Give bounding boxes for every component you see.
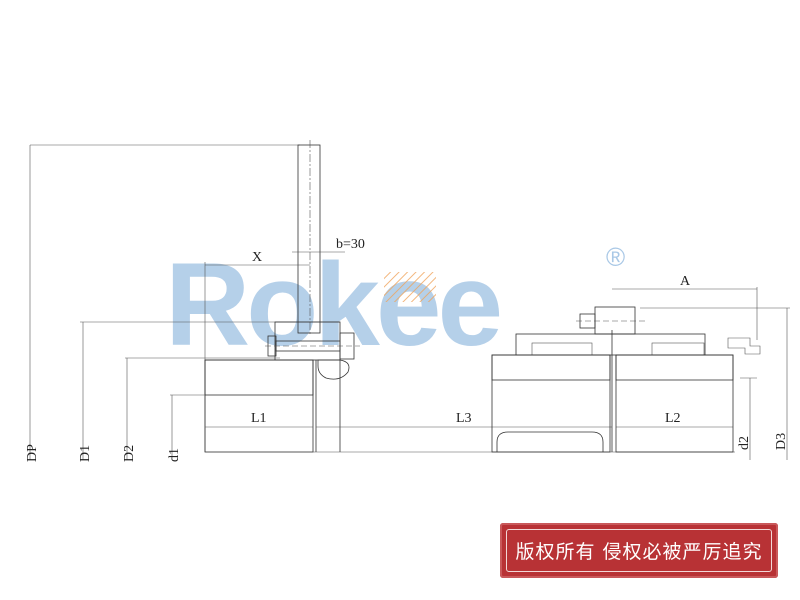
dim-d1: d1 bbox=[167, 394, 205, 462]
copyright-stamp: 版权所有 侵权必被严厉追究 bbox=[500, 523, 778, 578]
logo-accent-stripes bbox=[384, 272, 436, 302]
dim-L3: L3 bbox=[316, 411, 612, 428]
svg-text:L2: L2 bbox=[665, 411, 681, 426]
dim-DP: DP bbox=[25, 144, 300, 462]
svg-text:L3: L3 bbox=[456, 411, 472, 426]
svg-text:d1: d1 bbox=[167, 448, 182, 462]
dim-D1: D1 bbox=[78, 321, 340, 462]
svg-text:A: A bbox=[680, 274, 691, 289]
dim-L1: L1 bbox=[205, 411, 313, 428]
rokee-logo: Rokee bbox=[165, 239, 500, 371]
dim-D2: D2 bbox=[122, 357, 280, 462]
svg-text:D3: D3 bbox=[774, 433, 789, 450]
stamp-text: 版权所有 侵权必被严厉追究 bbox=[515, 541, 763, 563]
dim-A: A bbox=[612, 274, 758, 340]
svg-text:L1: L1 bbox=[251, 411, 267, 426]
right-hub bbox=[615, 354, 734, 381]
svg-text:DP: DP bbox=[25, 444, 40, 462]
svg-text:X: X bbox=[252, 250, 262, 265]
sleeve-flange bbox=[594, 306, 636, 335]
dim-D3: D3 bbox=[640, 307, 790, 460]
dim-b: b=30 bbox=[292, 237, 365, 253]
dim-d2: d2 bbox=[737, 377, 757, 460]
middle-hub bbox=[491, 354, 611, 381]
brake-disc bbox=[297, 144, 321, 334]
dim-L2: L2 bbox=[616, 411, 733, 428]
sleeve bbox=[515, 333, 706, 356]
svg-text:D1: D1 bbox=[78, 445, 93, 462]
registered-mark: ® bbox=[606, 242, 625, 272]
stamp-border: 版权所有 侵权必被严厉追究 bbox=[506, 529, 772, 572]
svg-text:D2: D2 bbox=[122, 445, 137, 462]
svg-text:b=30: b=30 bbox=[336, 237, 365, 252]
svg-text:d2: d2 bbox=[737, 436, 752, 450]
